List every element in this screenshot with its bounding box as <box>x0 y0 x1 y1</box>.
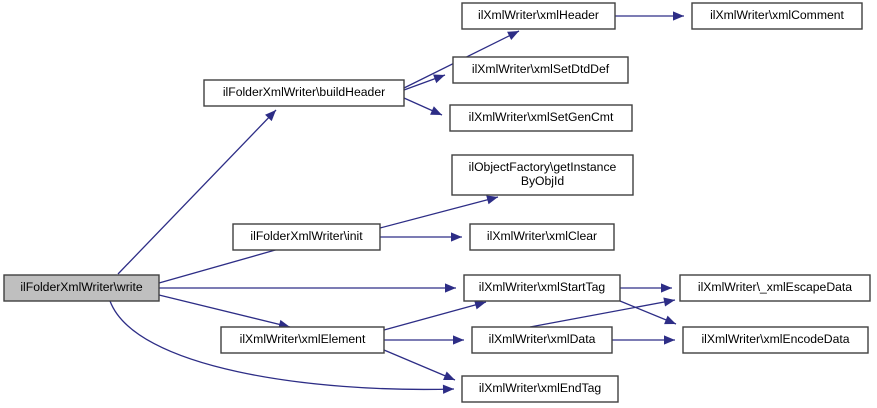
arrowhead-icon <box>265 110 276 122</box>
node-xmlHeader[interactable]: ilXmlWriter\xmlHeader <box>461 2 616 30</box>
arrowhead-icon <box>433 74 445 84</box>
arrowhead-icon <box>664 315 676 325</box>
edge-write-to-buildHeader <box>117 109 277 275</box>
arrowhead-icon <box>451 232 462 242</box>
arrowhead-icon <box>507 31 519 41</box>
node-box[interactable] <box>461 375 619 403</box>
node-label: ilXmlWriter\xmlStartTag <box>479 280 605 294</box>
node-label: ilXmlWriter\xmlData <box>489 332 596 346</box>
edge-xmlElement-to-xmlEndTag <box>383 349 456 381</box>
arrowhead-icon <box>430 106 442 115</box>
node-label: ilXmlWriter\xmlSetGenCmt <box>469 110 614 124</box>
edge-xmlData-to-xmlEscapeData <box>529 297 676 328</box>
node-xmlStartTag[interactable]: ilXmlWriter\xmlStartTag <box>463 274 621 302</box>
node-box[interactable] <box>449 104 633 132</box>
edge-line <box>117 109 277 275</box>
node-box[interactable] <box>3 274 160 302</box>
arrowhead-icon <box>664 335 675 345</box>
node-xmlSetGenCmt[interactable]: ilXmlWriter\xmlSetGenCmt <box>449 104 633 132</box>
arrowhead-icon <box>673 11 684 21</box>
arrowhead-icon <box>453 335 464 345</box>
node-box[interactable] <box>691 2 863 30</box>
node-box[interactable] <box>451 154 634 196</box>
node-box[interactable] <box>471 326 613 354</box>
node-xmlSetDtdDef[interactable]: ilXmlWriter\xmlSetDtdDef <box>452 56 629 84</box>
node-label: ilFolderXmlWriter\buildHeader <box>223 85 385 99</box>
node-xmlClear[interactable]: ilXmlWriter\xmlClear <box>469 223 615 251</box>
arrowhead-icon <box>443 371 455 380</box>
edge-write-to-xmlEndTag <box>109 300 455 394</box>
edge-line <box>379 196 499 229</box>
edge-write-to-xmlElement <box>158 294 291 329</box>
node-write[interactable]: ilFolderXmlWriter\write <box>3 274 160 302</box>
edge-line <box>529 299 676 328</box>
node-label: ilXmlWriter\xmlHeader <box>478 8 599 22</box>
edge-xmlElement-to-xmlStartTag <box>383 300 487 331</box>
node-buildHeader[interactable]: ilFolderXmlWriter\buildHeader <box>203 79 405 107</box>
node-label: ilFolderXmlWriter\write <box>20 280 143 294</box>
node-xmlEscapeData[interactable]: ilXmlWriter\_xmlEscapeData <box>679 274 871 302</box>
edge-xmlData-to-xmlEncodeData <box>612 335 675 345</box>
arrowhead-icon <box>486 195 498 205</box>
arrowhead-icon <box>442 384 454 394</box>
node-label: ilXmlWriter\xmlElement <box>240 332 366 346</box>
node-box[interactable] <box>232 223 381 251</box>
node-box[interactable] <box>682 326 869 354</box>
edge-xmlStartTag-to-xmlEncodeData <box>619 300 677 325</box>
edge-write-to-xmlStartTag <box>159 283 456 293</box>
edge-init-to-getInstanceByObjId <box>379 195 499 229</box>
node-box[interactable] <box>203 79 405 107</box>
arrowhead-icon <box>474 300 486 310</box>
edges-layer <box>109 11 684 394</box>
node-box[interactable] <box>679 274 871 302</box>
node-xmlData[interactable]: ilXmlWriter\xmlData <box>471 326 613 354</box>
node-label: ilFolderXmlWriter\init <box>250 229 363 243</box>
node-label: ilXmlWriter\_xmlEscapeData <box>698 280 852 294</box>
edge-init-to-xmlClear <box>380 232 462 242</box>
node-xmlComment[interactable]: ilXmlWriter\xmlComment <box>691 2 863 30</box>
arrowhead-icon <box>661 283 672 293</box>
node-label: ilXmlWriter\xmlEncodeData <box>701 332 849 346</box>
edge-line <box>383 349 456 381</box>
edge-line <box>383 301 487 331</box>
nodes-layer: ilFolderXmlWriter\write ilFolderXmlWriter… <box>3 2 871 403</box>
node-label: ilXmlWriter\xmlComment <box>710 8 844 22</box>
node-xmlElement[interactable]: ilXmlWriter\xmlElement <box>220 326 385 354</box>
node-box[interactable] <box>452 56 629 84</box>
edge-line <box>158 294 291 328</box>
edge-buildHeader-to-xmlSetDtdDef <box>403 74 446 91</box>
node-label: ilXmlWriter\xmlSetDtdDef <box>472 62 610 76</box>
node-label: ilXmlWriter\xmlEndTag <box>479 381 601 395</box>
node-init[interactable]: ilFolderXmlWriter\init <box>232 223 381 251</box>
arrowhead-icon <box>663 297 675 307</box>
edge-line <box>109 300 455 391</box>
edge-buildHeader-to-xmlSetGenCmt <box>403 97 443 116</box>
node-xmlEncodeData[interactable]: ilXmlWriter\xmlEncodeData <box>682 326 869 354</box>
node-label: ilXmlWriter\xmlClear <box>487 229 597 243</box>
edge-xmlElement-to-xmlData <box>384 335 464 345</box>
edge-xmlStartTag-to-xmlEscapeData <box>620 283 672 293</box>
node-box[interactable] <box>461 2 616 30</box>
node-box[interactable] <box>463 274 621 302</box>
node-box[interactable] <box>469 223 615 251</box>
arrowhead-icon <box>445 283 456 293</box>
node-xmlEndTag[interactable]: ilXmlWriter\xmlEndTag <box>461 375 619 403</box>
node-box[interactable] <box>220 326 385 354</box>
edge-xmlHeader-to-xmlComment <box>615 11 684 21</box>
